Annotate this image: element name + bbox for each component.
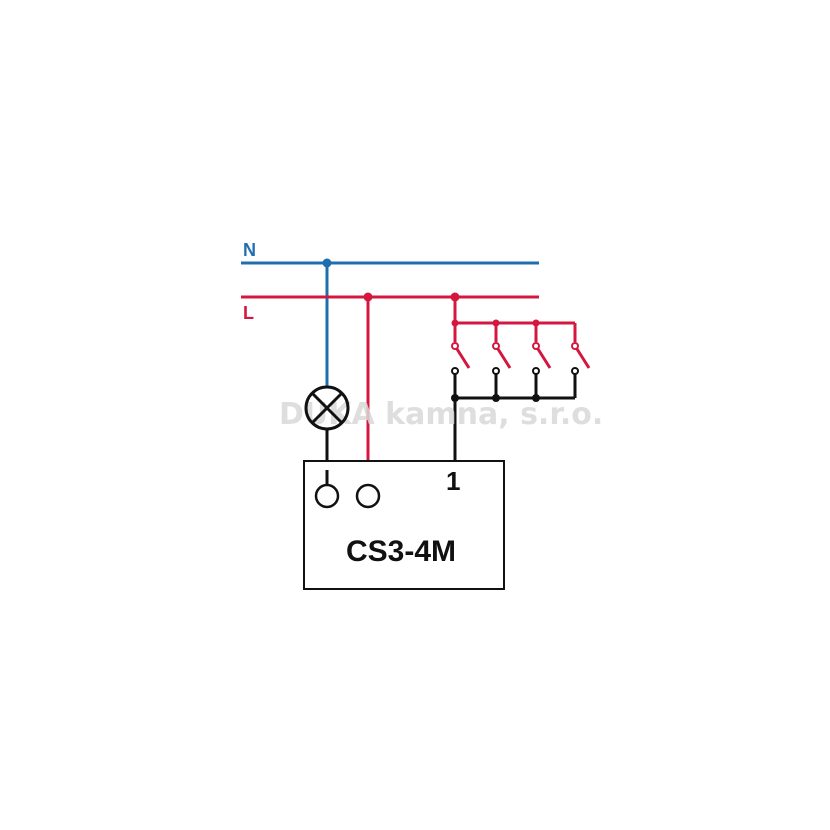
switch-1 [451, 319, 471, 398]
neutral-label: N [243, 240, 256, 260]
switch-output-wiring [451, 394, 575, 461]
device-name: CS3-4M [346, 535, 456, 568]
live-wiring [241, 292, 575, 482]
neutral-wiring [241, 258, 539, 386]
switch-3 [532, 319, 552, 398]
live-label: L [243, 303, 254, 323]
switch-group [451, 319, 591, 398]
device-box: 1 CS3-4M [303, 460, 505, 590]
terminal-lamp-output [314, 483, 340, 509]
switch-4 [571, 323, 591, 398]
terminal-number: 1 [446, 466, 460, 496]
terminal-live-input [355, 483, 381, 509]
watermark-text: DUKA kamna, s.r.o. [279, 397, 603, 432]
switch-2 [492, 319, 512, 398]
